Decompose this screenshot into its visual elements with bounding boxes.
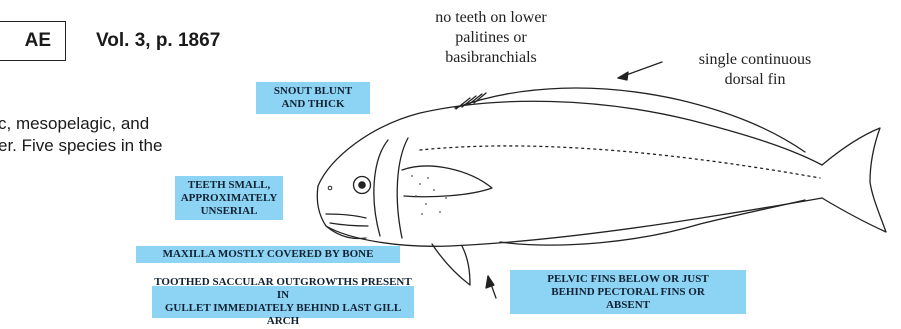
- label-pelvic: PELVIC FINS BELOW OR JUST BEHIND PECTORA…: [510, 270, 746, 314]
- fish-head: [317, 186, 366, 239]
- pelvic-fin: [432, 244, 470, 285]
- pectoral-fin: [402, 166, 492, 197]
- label-teeth: TEETH SMALL, APPROXIMATELY UNSERIAL: [175, 176, 283, 220]
- fish-belly-outline: [326, 198, 822, 246]
- note-lower-palatines: no teeth on lower palitines or basibranc…: [396, 8, 586, 68]
- fish-back-outline: [318, 101, 822, 186]
- dorsal-fin: [455, 88, 805, 152]
- note-dorsal-fin: single continuous dorsal fin: [660, 50, 850, 90]
- caudal-fin: [822, 128, 886, 232]
- label-maxilla: MAXILLA MOSTLY COVERED BY BONE: [136, 246, 400, 263]
- label-snout: SNOUT BLUNT AND THICK: [256, 82, 370, 114]
- label-gullet: TOOTHED SACCULAR OUTGROWTHS PRESENT IN G…: [152, 286, 414, 318]
- operculum: [374, 140, 388, 236]
